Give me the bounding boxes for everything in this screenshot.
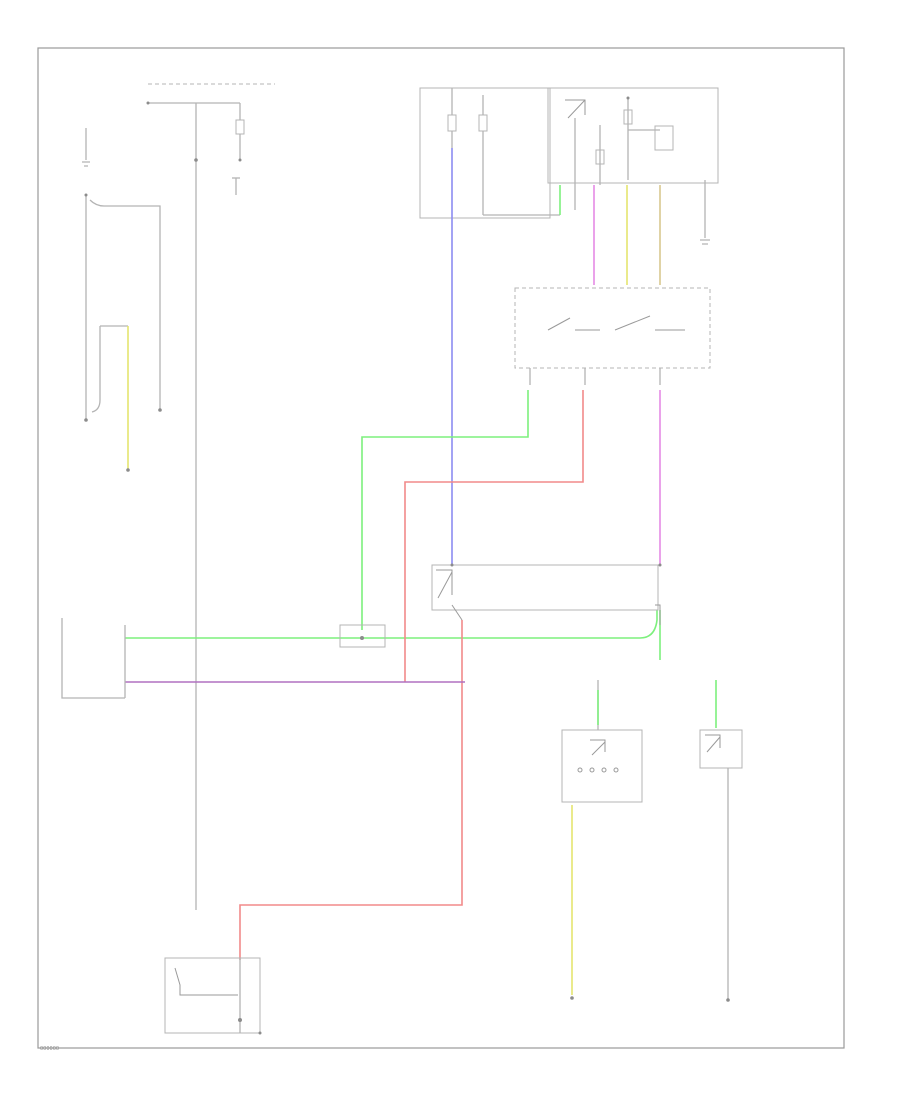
starter-motor (164, 957, 262, 1035)
wire-green-main (361, 390, 529, 630)
battery-fuse-section (82, 83, 275, 910)
engine-control-module (61, 618, 126, 699)
transmission-range-switch (561, 680, 643, 803)
diagram-frame (37, 47, 845, 1049)
page-code: 000000 (40, 1046, 59, 1052)
wire-red (404, 390, 584, 682)
clutch-interlock-switch (699, 729, 743, 1002)
relay-box (514, 287, 711, 385)
joint-connector (339, 624, 386, 648)
wire-green-bus (125, 610, 658, 639)
wire-red-main (239, 620, 463, 960)
starter-relay (431, 563, 662, 625)
top-fuse-box (419, 87, 719, 245)
